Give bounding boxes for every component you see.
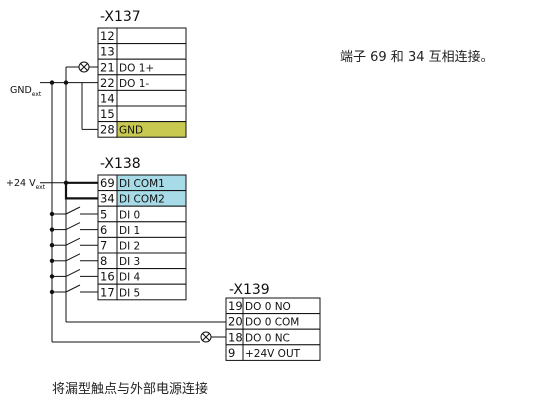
x137-terminal-label-cell bbox=[116, 89, 187, 107]
x137-terminal-number: 21 bbox=[100, 60, 115, 74]
do1-indicator-lamp bbox=[78, 61, 90, 73]
x138-terminal-label-cell bbox=[116, 283, 187, 301]
com-jumper bbox=[64, 182, 98, 200]
v24-ext-label: +24 Vext bbox=[6, 178, 46, 191]
x139-terminal-label: DO 0 NO bbox=[245, 301, 291, 313]
x138-terminal-label: DI 5 bbox=[119, 287, 140, 299]
x137-terminal-label-cell bbox=[116, 43, 187, 60]
x138-terminal-number: 69 bbox=[100, 176, 115, 190]
di-switch-contact-2 bbox=[65, 237, 81, 246]
x138-terminal-number: 6 bbox=[100, 223, 107, 237]
di-switch-contact-1 bbox=[65, 222, 81, 231]
x139-terminal-number: 20 bbox=[228, 315, 243, 329]
x138-block: 69 DI COM1 34 DI COM2 5 DI 0 6 DI 1 7 DI 2 8 DI 3 16… bbox=[97, 174, 187, 301]
x137-terminal-number: 22 bbox=[100, 76, 115, 90]
di-junction-5 bbox=[49, 289, 55, 295]
di-switch-contact-4 bbox=[65, 268, 81, 277]
x138-terminal-label: DI 1 bbox=[119, 225, 140, 237]
junction-v24 bbox=[63, 180, 69, 185]
x137-terminal-number: 28 bbox=[100, 123, 115, 137]
connection-wires bbox=[40, 61, 226, 343]
di-junction-0 bbox=[49, 211, 55, 217]
x138-terminal-label: DI 3 bbox=[119, 256, 140, 268]
x137-terminal-label: DO 1- bbox=[119, 78, 149, 90]
di-switch-contact-3 bbox=[65, 253, 81, 262]
x137-terminal-number: 14 bbox=[100, 92, 115, 106]
x138-title: -X138 bbox=[100, 156, 141, 172]
figure-caption: 将漏型触点与外部电源连接 bbox=[52, 382, 209, 397]
di-junction-4 bbox=[49, 274, 55, 279]
x138-terminal-label: DI COM2 bbox=[119, 194, 165, 206]
x137-terminal-label-cell bbox=[116, 105, 187, 123]
di-junction-1 bbox=[49, 227, 55, 232]
junction-gnd bbox=[49, 80, 55, 85]
junction-gnd-cross bbox=[63, 80, 69, 85]
x138-terminal-label: DI 4 bbox=[119, 272, 141, 284]
x138-terminal-number: 7 bbox=[100, 239, 107, 253]
x139-terminal-number: 18 bbox=[228, 330, 243, 344]
x137-terminal-number: 12 bbox=[100, 29, 115, 43]
x138-terminal-number: 5 bbox=[100, 207, 107, 221]
gnd-ext-label: GNDext bbox=[10, 85, 42, 98]
x139-terminal-label-cell bbox=[242, 344, 321, 361]
di-switch-contact-0 bbox=[65, 206, 81, 215]
x138-terminal-label: DI COM1 bbox=[119, 178, 165, 190]
x137-terminal-label-cell bbox=[116, 121, 187, 138]
x139-terminal-label: +24V OUT bbox=[245, 348, 301, 360]
x137-terminal-number: 15 bbox=[100, 107, 115, 121]
x138-terminal-label: DI 2 bbox=[119, 241, 140, 253]
x139-title: -X139 bbox=[229, 282, 270, 298]
x137-terminal-label: GND bbox=[119, 125, 143, 137]
x138-terminal-number: 17 bbox=[100, 285, 115, 299]
x137-terminal-label-cell bbox=[116, 27, 187, 45]
do0-indicator-lamp bbox=[200, 331, 212, 343]
x137-terminal-number: 13 bbox=[100, 45, 115, 59]
di-junction-3 bbox=[49, 258, 55, 263]
di-switch-contact-5 bbox=[65, 284, 81, 293]
x138-terminal-number: 8 bbox=[100, 254, 107, 268]
x139-terminal-number: 19 bbox=[228, 299, 243, 313]
x137-terminal-label: DO 1+ bbox=[119, 62, 154, 74]
di-junction-2 bbox=[49, 243, 55, 248]
x138-terminal-number: 16 bbox=[100, 270, 115, 284]
note-terminal-69-34: 端子 69 和 34 互相连接。 bbox=[340, 50, 494, 65]
x139-terminal-label: DO 0 COM bbox=[245, 317, 299, 329]
x138-terminal-label: DI 0 bbox=[119, 209, 140, 221]
x139-terminal-number: 9 bbox=[228, 346, 235, 360]
x139-terminal-label: DO 0 NC bbox=[245, 332, 290, 344]
x138-terminal-number: 34 bbox=[100, 192, 115, 206]
x137-title: -X137 bbox=[100, 9, 141, 25]
